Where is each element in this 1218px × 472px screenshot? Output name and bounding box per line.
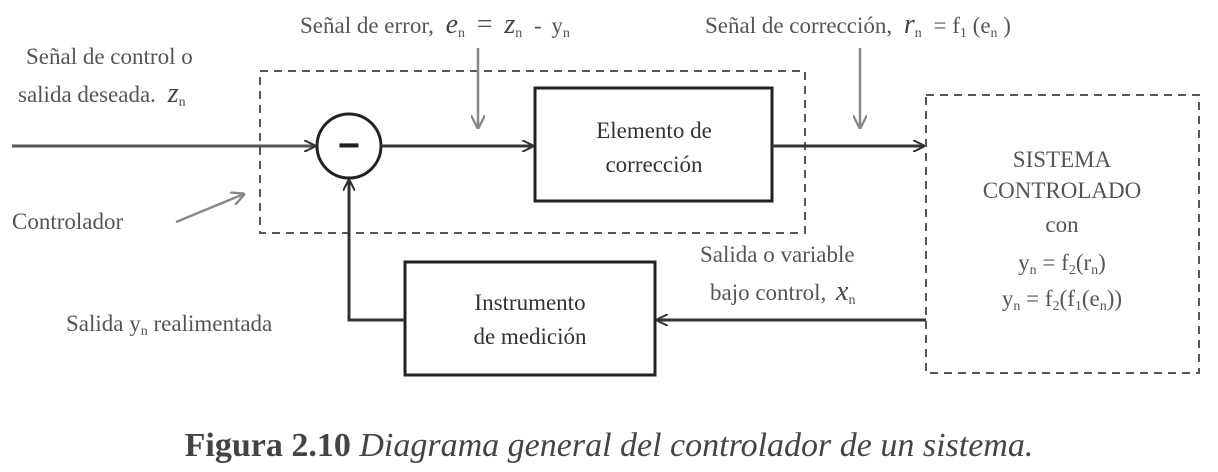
- system-equation-2: yn = f2(f1(en)): [1002, 286, 1122, 314]
- measurement-instrument-subtitle: de medición: [473, 324, 587, 349]
- output-variable-label-line2: bajo control, xn: [710, 276, 855, 308]
- system-title-line3: con: [1045, 212, 1079, 237]
- controller-boundary: [259, 70, 806, 234]
- correction-signal-label: Señal de corrección, rn = f1 (en ): [705, 9, 1011, 42]
- correction-element-title: Elemento de: [596, 118, 712, 143]
- measurement-instrument-block: [403, 260, 657, 377]
- output-variable-label-line1: Salida o variable: [700, 242, 855, 267]
- controller-pointer-arrow: [175, 194, 244, 224]
- correction-element-block: [533, 86, 774, 203]
- feedback-label: Salida yn realimentada: [66, 311, 272, 339]
- system-title-line2: CONTROLADO: [983, 178, 1141, 203]
- controller-label: Controlador: [12, 209, 123, 234]
- correction-element-subtitle: corrección: [605, 152, 703, 177]
- system-title-line1: SISTEMA: [1013, 147, 1112, 172]
- control-signal-label-line1: Señal de control o: [26, 44, 193, 69]
- summing-junction-symbol: −: [338, 125, 360, 167]
- system-equation-1: yn = f2(rn): [1018, 250, 1106, 278]
- controlled-system-block: [925, 94, 1200, 374]
- feedback-path: [349, 180, 405, 322]
- measurement-instrument-title: Instrumento: [474, 290, 585, 315]
- error-signal-label: Señal de error, en = zn - yn: [300, 9, 570, 42]
- figure-caption: Figura 2.10 Diagrama general del control…: [185, 427, 1034, 464]
- control-signal-label-line2: salida deseada. zn: [18, 78, 186, 110]
